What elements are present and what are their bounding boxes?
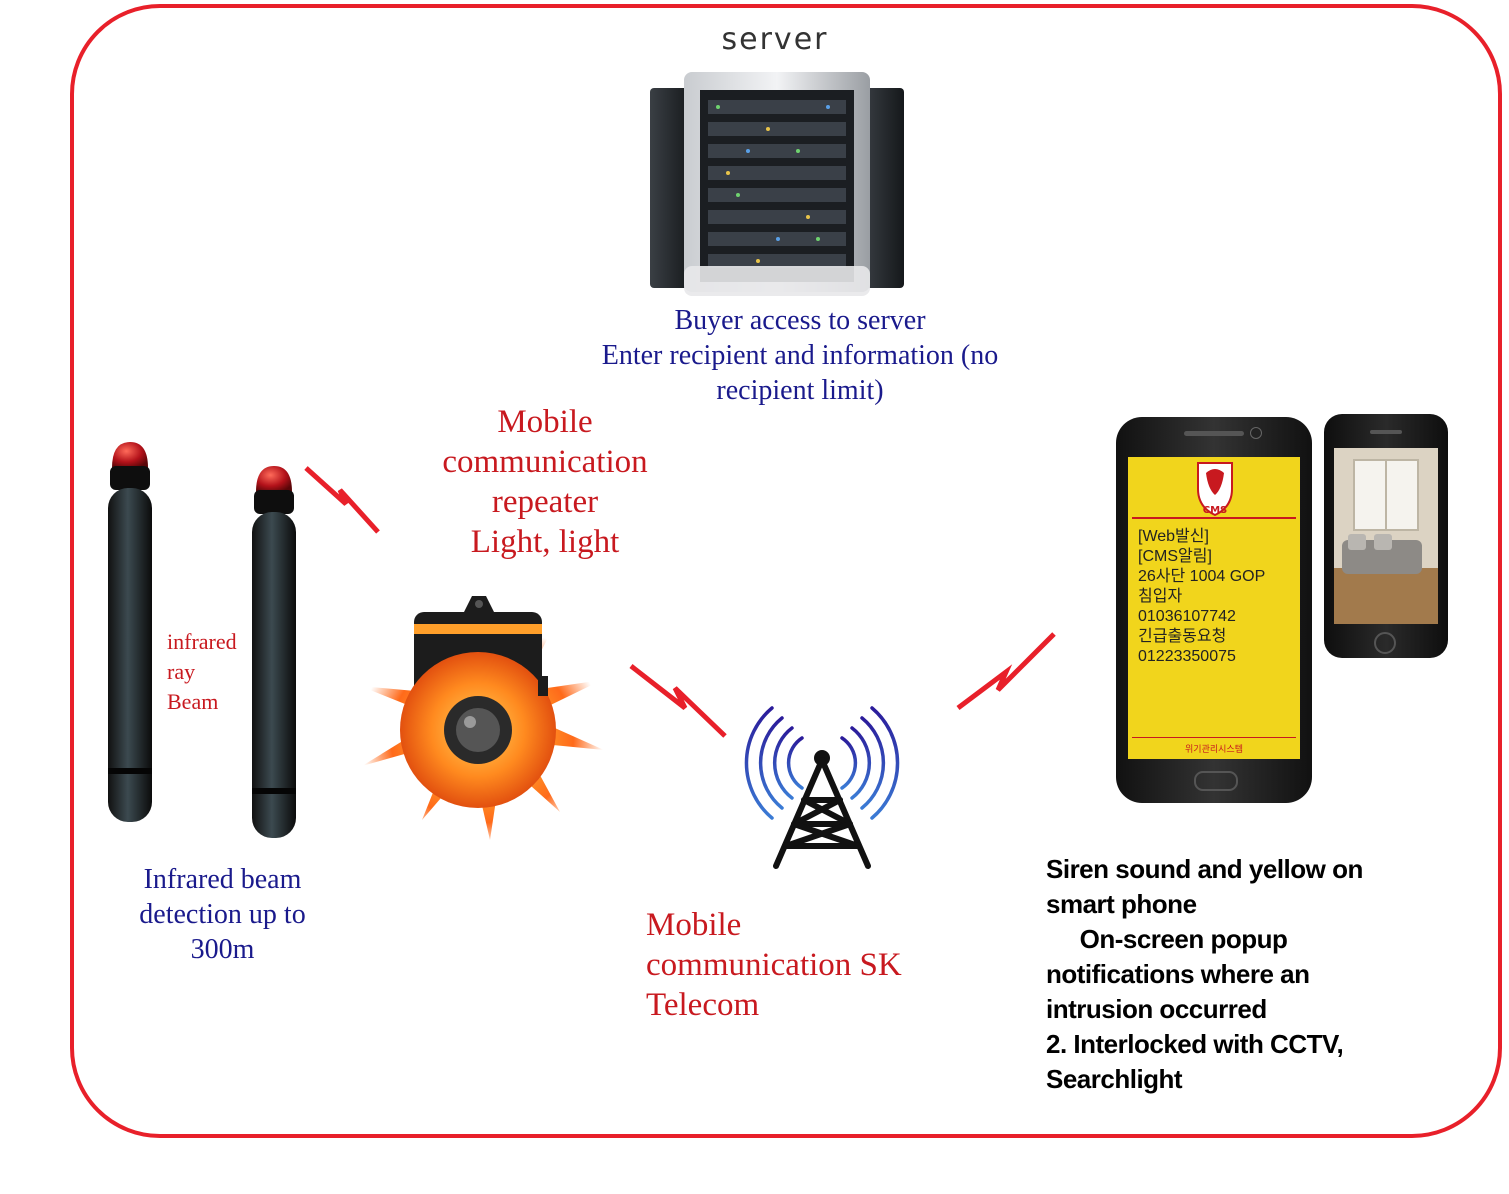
popup-divider: [1132, 517, 1296, 519]
popup-line: [Web발신]: [1138, 528, 1209, 545]
phone-caption-line: Siren sound and yellow on: [1046, 854, 1363, 884]
popup-line: [CMS알림]: [1138, 548, 1212, 565]
phone-caption: Siren sound and yellow on smart phone On…: [1046, 852, 1446, 1097]
cctv-room-view-image: [1334, 448, 1438, 624]
sensor-caption: Infrared beam detection up to 300m: [95, 862, 350, 967]
repeater-caption-line: repeater: [491, 484, 599, 520]
beam-label-line: Beam: [167, 689, 219, 714]
phone-caption-line: 2. Interlocked with CCTV,: [1046, 1029, 1344, 1059]
cell-tower-icon: [744, 706, 900, 869]
wireless-signal-bolt-icon: [304, 466, 380, 534]
android-phone: CMS [Web발신] [CMS알림] 26사단 1004 GOP 침입자 01…: [1116, 417, 1312, 803]
popup-line: 01036107742: [1138, 608, 1236, 625]
cms-shield-logo: CMS: [1197, 462, 1233, 517]
repeater-caption-line: Light, light: [470, 524, 620, 560]
server-title: server: [721, 22, 829, 57]
beam-label-line: ray: [167, 659, 196, 684]
phone-home-button: [1374, 632, 1396, 654]
phone-caption-line: smart phone: [1046, 889, 1197, 919]
phone-caption-line: intrusion occurred: [1046, 994, 1267, 1024]
popup-footer-divider: [1132, 737, 1296, 738]
popup-notification-screen: CMS [Web발신] [CMS알림] 26사단 1004 GOP 침입자 01…: [1128, 457, 1300, 759]
diagram-frame: [70, 4, 1502, 1138]
popup-footer: 위기관리시스템: [1185, 744, 1243, 754]
beam-label-line: infrared: [167, 629, 237, 654]
sensor-caption-line: Infrared beam: [143, 864, 302, 895]
phone-home-button: [1194, 771, 1238, 791]
infrared-sensor-pole-left: [108, 442, 152, 822]
popup-line: 침입자: [1138, 588, 1183, 605]
siren-repeater-image: [360, 596, 604, 840]
server-caption-line: recipient limit): [716, 375, 884, 406]
popup-line: 01223350075: [1138, 648, 1236, 665]
popup-message: [Web발신] [CMS알림] 26사단 1004 GOP 침입자 010361…: [1138, 527, 1298, 667]
server-caption-line: Buyer access to server: [674, 305, 926, 336]
phone-camera: [1250, 427, 1262, 439]
telecom-caption: Mobile communication SK Telecom: [646, 905, 976, 1025]
server-caption-line: Enter recipient and information (no: [601, 340, 999, 371]
popup-line: 긴급출동요청: [1138, 628, 1227, 645]
repeater-caption: Mobile communication repeater Light, lig…: [400, 402, 690, 562]
beam-label: infrared ray Beam: [167, 627, 237, 717]
repeater-caption-line: Mobile: [497, 404, 593, 440]
popup-line: 26사단 1004 GOP: [1138, 568, 1266, 585]
phone-speaker: [1184, 431, 1244, 436]
wireless-signal-bolt-icon: [629, 664, 727, 738]
phone-caption-line: Searchlight: [1046, 1064, 1183, 1094]
phone-caption-line: On-screen popup: [1046, 924, 1288, 954]
telecom-caption-line: Mobile: [646, 907, 742, 943]
infrared-sensor-pole-right: [252, 466, 296, 838]
wireless-signal-bolt-icon: [956, 632, 1056, 710]
phone-caption-line: notifications where an: [1046, 959, 1310, 989]
sensor-caption-line: 300m: [190, 934, 255, 965]
sensor-caption-line: detection up to: [139, 899, 306, 930]
telecom-caption-line: Telecom: [646, 987, 760, 1023]
server-caption: Buyer access to server Enter recipient a…: [520, 303, 1080, 408]
repeater-caption-line: communication: [442, 444, 648, 480]
cctv-phone: [1324, 414, 1448, 658]
telecom-caption-line: communication SK: [646, 947, 902, 983]
cms-logo-text: CMS: [1203, 505, 1228, 516]
server-rack-image: [650, 72, 904, 296]
phone-speaker: [1370, 430, 1402, 434]
